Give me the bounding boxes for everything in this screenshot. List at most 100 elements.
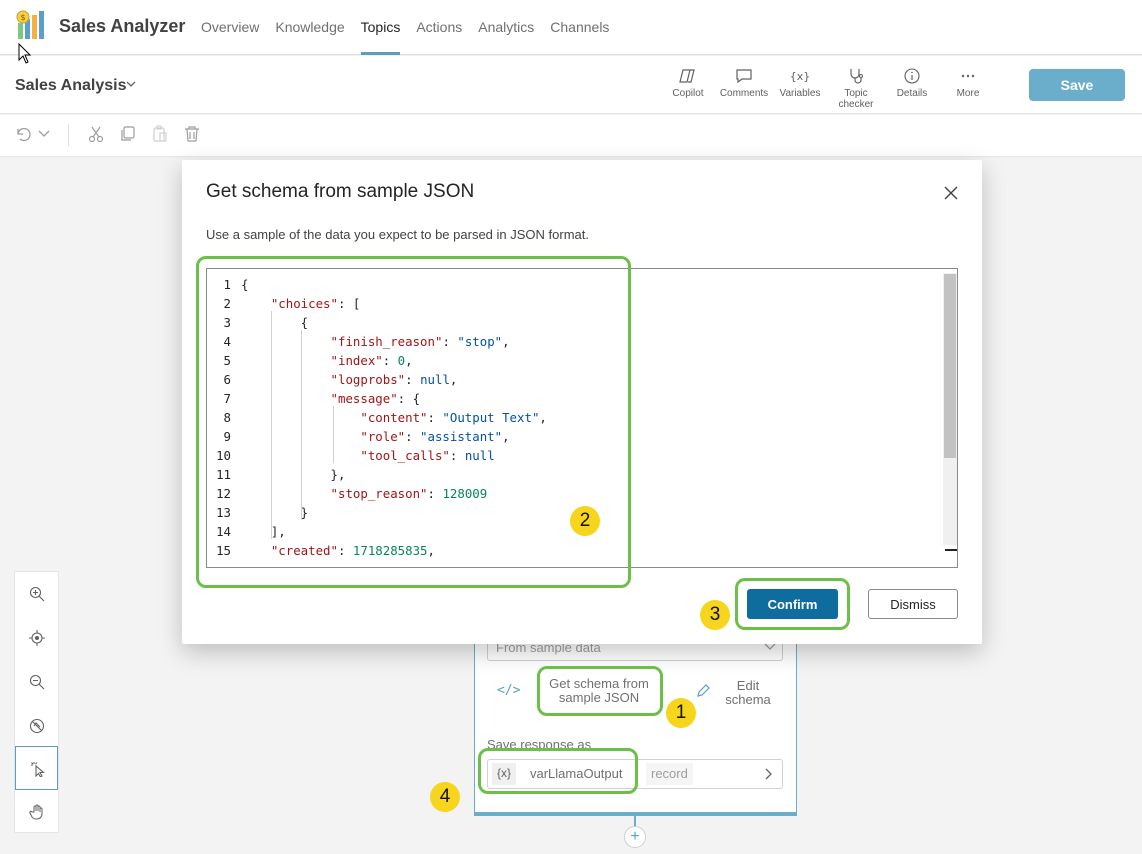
tab-channels[interactable]: Channels xyxy=(550,19,610,35)
topic-header-bar: Sales Analysis Copilot Comments {x} Vari… xyxy=(0,56,1142,114)
line-number: 5 xyxy=(223,353,231,368)
toolbar-divider xyxy=(68,124,69,146)
pencil-icon xyxy=(697,684,710,697)
delete-icon[interactable] xyxy=(183,125,201,143)
save-button[interactable]: Save xyxy=(1029,69,1125,101)
undo-icon[interactable] xyxy=(14,125,32,143)
save-response-label: Save response as xyxy=(487,737,592,752)
code-text: "logprobs": null, xyxy=(330,372,458,387)
indent-guide xyxy=(333,406,334,463)
details-label: Details xyxy=(896,88,928,99)
app-title: Sales Analyzer xyxy=(59,16,186,36)
step-badge-1: 1 xyxy=(666,698,696,728)
code-text: "tool_calls": null xyxy=(360,448,495,463)
edit-schema-button[interactable]: Edit schema xyxy=(725,678,771,707)
chevron-down-icon xyxy=(764,643,776,650)
code-text: } xyxy=(241,505,309,520)
line-number: 1 xyxy=(223,277,231,292)
zoom-controls xyxy=(14,571,59,833)
code-text: "content": "Output Text", xyxy=(360,410,547,425)
map-off-icon xyxy=(29,718,45,734)
zoom-out-icon xyxy=(29,674,45,690)
connector-line xyxy=(634,816,636,826)
zoom-in-button[interactable] xyxy=(15,572,58,616)
line-number: 7 xyxy=(223,391,231,406)
variables-button[interactable]: {x} Variables xyxy=(772,68,828,110)
editor-scroll-edge xyxy=(945,549,957,551)
editor-scrollbar-thumb[interactable] xyxy=(944,274,956,458)
parse-value-node: From sample data </> Get schema from sam… xyxy=(474,620,797,816)
step-badge-4: 4 xyxy=(430,782,460,812)
code-text: "choices": [ xyxy=(270,296,361,311)
sample-json-dialog: Get schema from sample JSON Use a sample… xyxy=(182,160,982,644)
code-text: { xyxy=(241,315,309,330)
tab-knowledge[interactable]: Knowledge xyxy=(275,19,345,35)
copilot-button[interactable]: Copilot xyxy=(660,68,716,110)
top-nav: $ Sales Analyzer Overview Knowledge Topi… xyxy=(0,0,1142,55)
chevron-down-icon[interactable] xyxy=(125,78,137,90)
code-icon: </> xyxy=(497,683,521,698)
details-button[interactable]: Details xyxy=(884,68,940,110)
line-number: 15 xyxy=(216,543,231,558)
confirm-button[interactable]: Confirm xyxy=(747,589,838,619)
code-text: "role": "assistant", xyxy=(360,429,510,444)
dismiss-button[interactable]: Dismiss xyxy=(868,589,958,619)
pointer-select-icon xyxy=(31,762,45,777)
select-mode-button[interactable] xyxy=(15,746,58,790)
variables-label: Variables xyxy=(779,88,821,99)
tab-analytics[interactable]: Analytics xyxy=(478,19,535,35)
code-text: { xyxy=(241,277,249,292)
more-button[interactable]: More xyxy=(940,68,996,110)
topic-title[interactable]: Sales Analysis xyxy=(15,77,127,94)
step-badge-3: 3 xyxy=(700,600,730,630)
code-text: "message": { xyxy=(330,391,421,406)
code-text: }, xyxy=(241,467,346,482)
svg-text:{x}: {x} xyxy=(790,70,810,83)
code-text: "index": 0, xyxy=(330,353,413,368)
line-number: 4 xyxy=(223,334,231,349)
copy-icon[interactable] xyxy=(119,125,137,143)
line-number: 9 xyxy=(223,429,231,444)
line-number: 12 xyxy=(216,486,231,501)
more-icon xyxy=(961,74,975,78)
tab-topics[interactable]: Topics xyxy=(360,0,400,55)
more-label: More xyxy=(956,88,980,99)
line-number: 8 xyxy=(223,410,231,425)
hand-icon xyxy=(29,804,43,820)
target-icon xyxy=(29,630,45,646)
edit-toolbar xyxy=(0,115,1142,157)
line-number: 3 xyxy=(223,315,231,330)
zoom-in-icon xyxy=(29,586,45,602)
chevron-down-icon[interactable] xyxy=(38,129,50,139)
code-text: "created": 1718285835, xyxy=(270,543,435,558)
stethoscope-icon xyxy=(850,69,863,84)
tab-actions[interactable]: Actions xyxy=(416,19,463,35)
line-number: 10 xyxy=(216,448,231,463)
copilot-icon xyxy=(679,69,695,83)
info-icon xyxy=(904,68,920,84)
close-icon[interactable] xyxy=(942,184,960,202)
code-text: "finish_reason": "stop", xyxy=(330,334,510,349)
nav-tabs: Overview Knowledge Topics Actions Analyt… xyxy=(201,0,625,55)
cut-icon[interactable] xyxy=(87,125,105,143)
topic-checker-button[interactable]: Topic checker xyxy=(828,68,884,110)
save-response-field[interactable]: {x} varLlamaOutput record xyxy=(487,759,783,789)
code-text: "stop_reason": 128009 xyxy=(330,486,488,501)
copilot-label: Copilot xyxy=(672,88,704,99)
zoom-out-button[interactable] xyxy=(15,660,58,704)
comments-button[interactable]: Comments xyxy=(716,68,772,110)
pan-mode-button[interactable] xyxy=(15,790,58,834)
variable-name: varLlamaOutput xyxy=(530,766,623,781)
chevron-right-icon xyxy=(765,768,772,780)
topic-checker-label: Topic checker xyxy=(838,88,874,110)
mouse-cursor-icon xyxy=(18,43,32,64)
line-number: 14 xyxy=(216,524,231,539)
variable-type: record xyxy=(646,763,693,785)
dialog-description: Use a sample of the data you expect to b… xyxy=(206,227,589,242)
recenter-button[interactable] xyxy=(15,616,58,660)
paste-icon[interactable] xyxy=(151,125,169,143)
get-schema-button[interactable]: Get schema from sample JSON xyxy=(549,676,649,705)
add-node-button[interactable]: + xyxy=(624,826,646,848)
minimap-toggle-button[interactable] xyxy=(15,704,58,748)
tab-overview[interactable]: Overview xyxy=(201,19,260,35)
